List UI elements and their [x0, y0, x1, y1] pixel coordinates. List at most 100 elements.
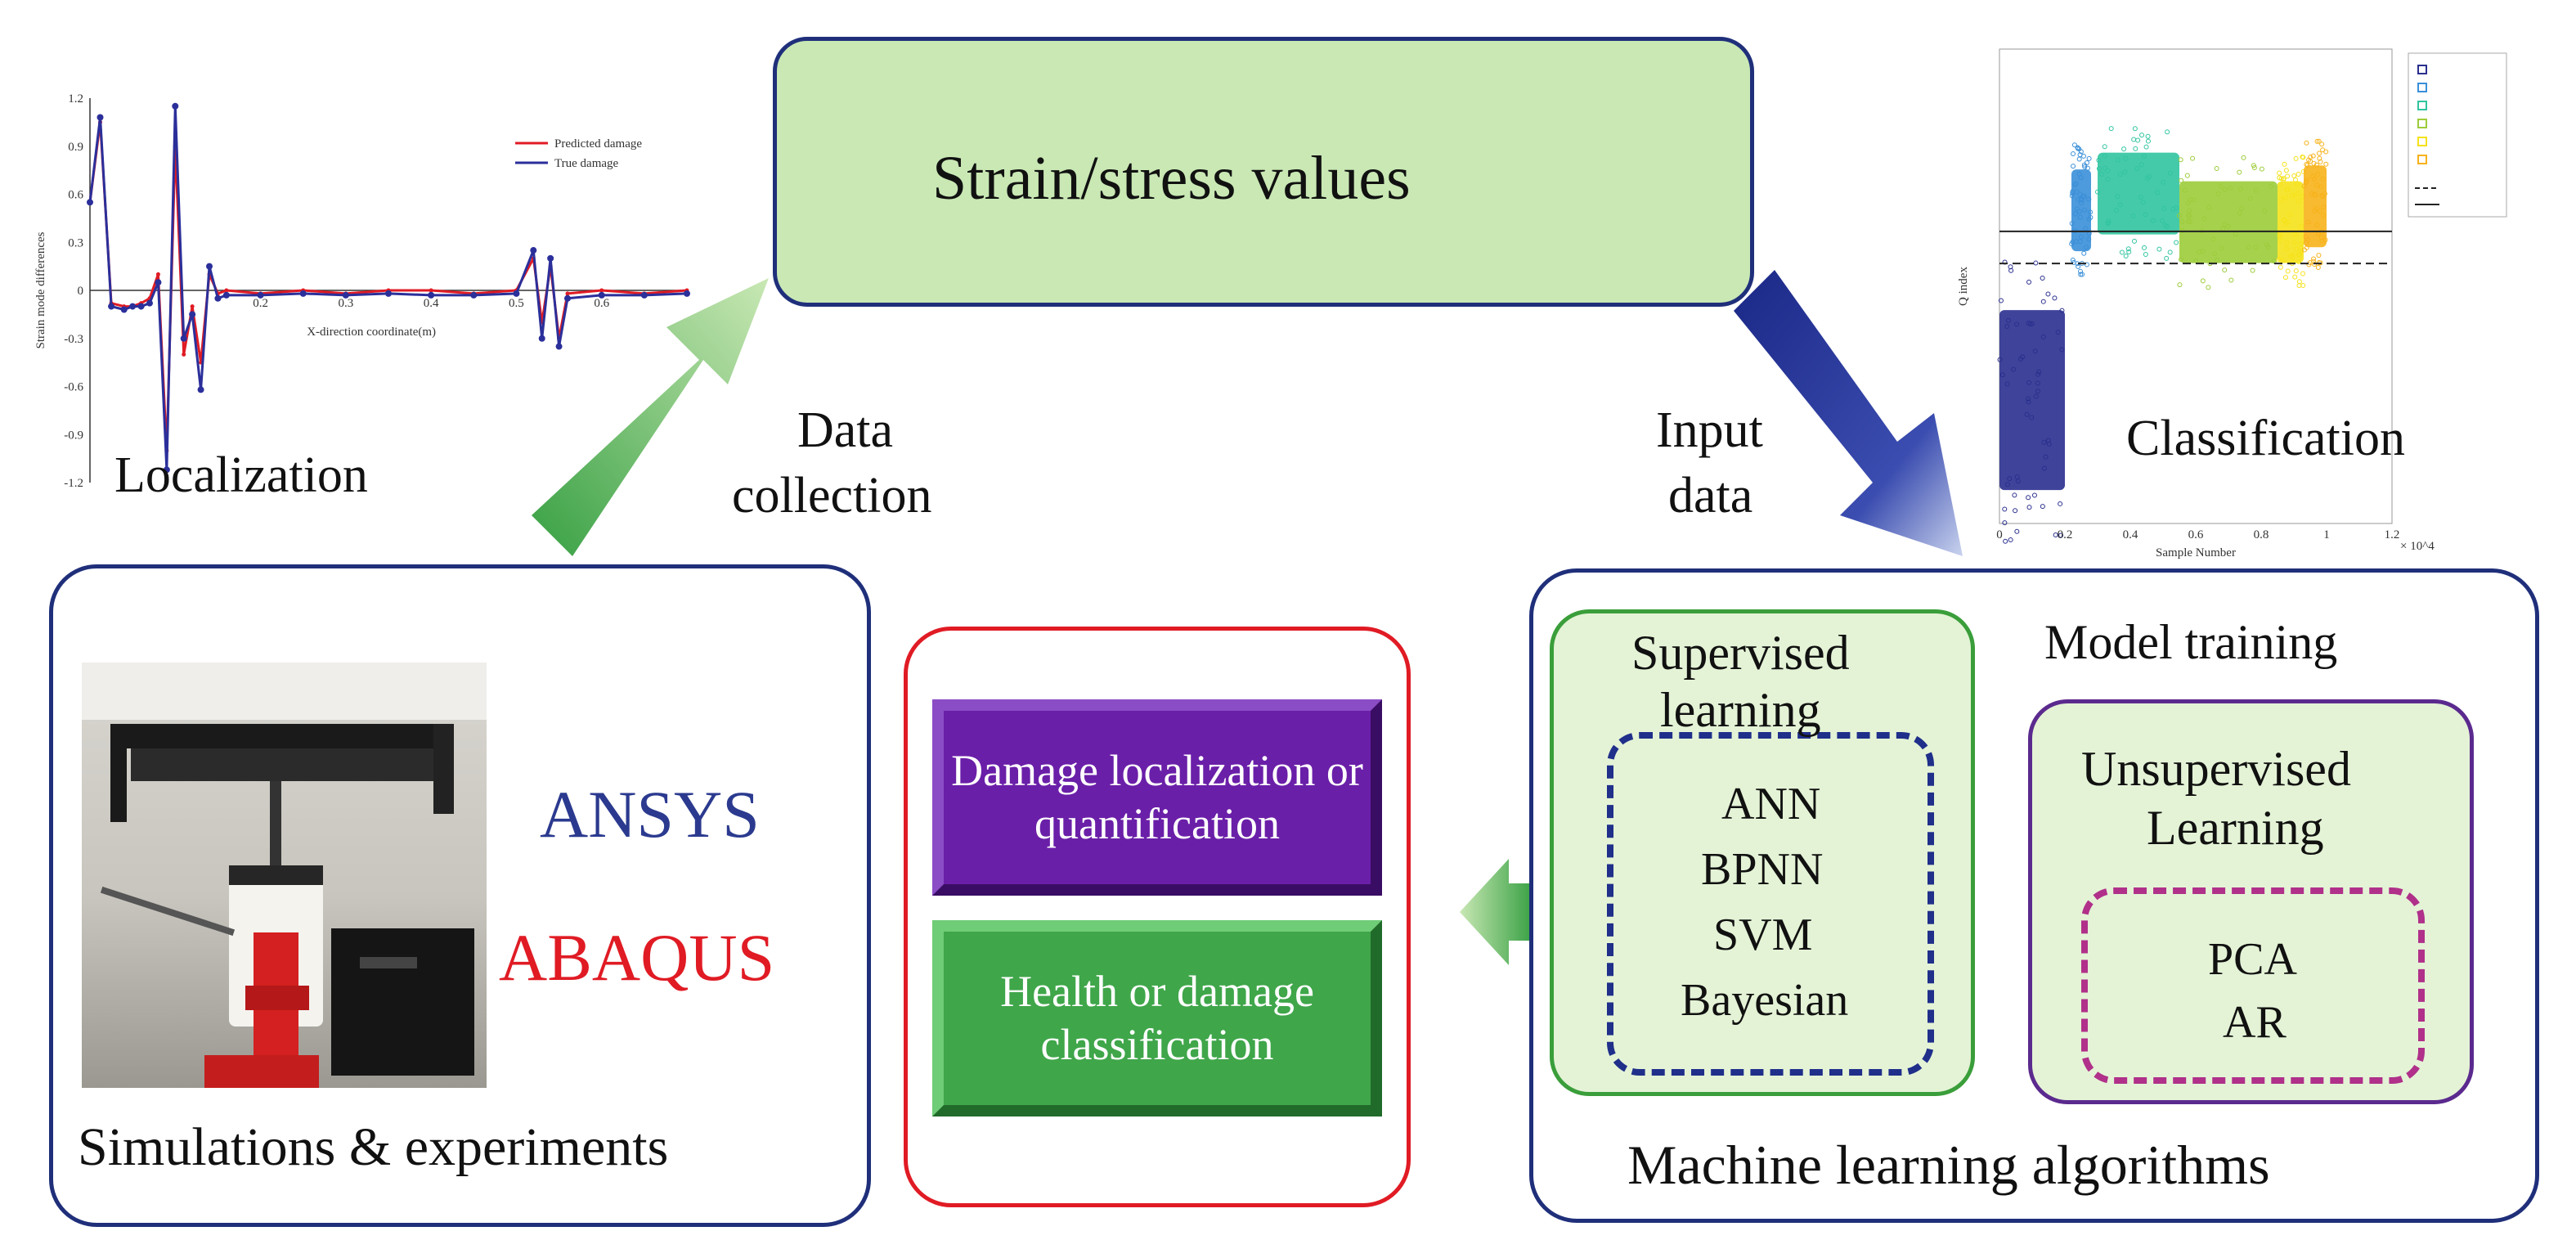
cluster-point: [2291, 173, 2297, 178]
strain-stress-title: Strain/stress values: [932, 144, 1411, 213]
y-tick-label: 1.2: [68, 92, 83, 106]
series-point: [299, 290, 307, 297]
cluster-point: [2271, 258, 2277, 264]
cluster-point: [2011, 366, 2017, 372]
series-point: [530, 247, 537, 254]
cluster-point: [2117, 172, 2123, 177]
cluster-point: [2177, 213, 2183, 218]
cluster-point: [2228, 185, 2233, 191]
cluster-point: [2314, 182, 2320, 188]
cluster-point: [2071, 164, 2076, 169]
cluster-point: [2032, 348, 2038, 354]
legend-swatch: [2417, 137, 2427, 146]
series-point: [429, 288, 433, 293]
cluster-point: [2070, 151, 2076, 157]
cluster-point: [2187, 213, 2192, 219]
cluster-point: [2164, 255, 2170, 261]
cluster-point: [2084, 159, 2089, 165]
cluster-point: [2278, 196, 2284, 202]
legend-box: [2408, 52, 2507, 218]
cluster-point: [2228, 277, 2234, 283]
cluster-point: [2284, 240, 2290, 245]
cluster-point: [2247, 195, 2253, 201]
cluster-point: [2283, 168, 2289, 173]
x-tick-label: 0.3: [338, 297, 353, 310]
y-tick-label: -0.9: [64, 429, 83, 442]
cluster-point: [2160, 218, 2165, 223]
series-point: [190, 304, 195, 309]
input-data-arrow: [1734, 270, 1963, 556]
cluster-point: [2317, 209, 2322, 214]
method-bpnn: BPNN: [1701, 844, 1824, 895]
cluster-point: [2320, 177, 2326, 182]
cluster-point: [2161, 179, 2166, 185]
cluster-point: [2138, 195, 2143, 200]
ml-caption: Machine learning algorithms: [1627, 1134, 2270, 1196]
cluster-point: [2215, 258, 2220, 263]
cluster-point: [2305, 219, 2311, 225]
cluster-block: [2278, 181, 2304, 263]
y-tick-label: 0.3: [68, 236, 83, 249]
legend-swatch: [2417, 101, 2427, 110]
abaqus-label: ABAQUS: [499, 920, 775, 995]
simulations-box: [49, 564, 871, 1227]
cluster-point: [2033, 260, 2039, 266]
x-scale-note: × 10^4: [2400, 540, 2435, 553]
cluster-point: [2095, 189, 2101, 195]
cluster-point: [2186, 218, 2192, 224]
cluster-point: [2053, 532, 2058, 537]
cluster-point: [2005, 482, 2011, 487]
cluster-point: [2237, 210, 2242, 216]
cluster-point: [2024, 411, 2030, 417]
cluster-point: [2115, 194, 2120, 200]
cluster-point: [2086, 155, 2092, 161]
damage-localization-text: Damage localization or quantification: [951, 746, 1363, 848]
cluster-point: [2174, 240, 2179, 245]
cluster-point: [2251, 163, 2256, 168]
model-training-label: Model training: [2044, 615, 2338, 669]
cluster-point: [2290, 254, 2296, 260]
series-point: [163, 466, 170, 474]
cluster-point: [2014, 321, 2020, 327]
cluster-point: [2143, 212, 2148, 218]
series-point: [155, 279, 162, 286]
series-point: [172, 102, 179, 110]
cluster-point: [2076, 146, 2082, 152]
cluster-point: [2315, 172, 2321, 177]
cluster-point: [2185, 213, 2191, 218]
cluster-point: [2289, 192, 2295, 198]
cluster-point: [2029, 415, 2035, 420]
series-point: [684, 290, 690, 297]
x-axis-label: X-direction coordinate(m): [307, 326, 436, 339]
cluster-point: [2281, 176, 2287, 182]
cluster-point: [2134, 166, 2140, 172]
cluster-point: [2070, 239, 2076, 245]
y-tick-label: 0.9: [68, 141, 83, 154]
cluster-point: [2076, 156, 2082, 162]
cluster-point: [2295, 181, 2300, 186]
cluster-point: [2312, 191, 2318, 197]
cluster-point: [1999, 372, 2005, 378]
cluster-point: [2026, 396, 2031, 402]
cluster-point: [2080, 272, 2085, 277]
series-point: [87, 199, 93, 206]
cluster-point: [2251, 164, 2257, 170]
cluster-point: [2291, 240, 2297, 245]
x-tick-label: 0.2: [2058, 528, 2073, 541]
cluster-point: [2113, 208, 2119, 213]
cluster-point: [2319, 238, 2325, 244]
cluster-point: [2040, 334, 2046, 339]
cluster-point: [2082, 164, 2088, 170]
cluster-point: [2296, 199, 2301, 204]
cluster-point: [2069, 193, 2075, 199]
cluster-point: [2132, 126, 2138, 132]
y-axis-label: Q index: [1957, 267, 1970, 306]
cluster-point: [2300, 155, 2306, 160]
cluster-point: [2027, 321, 2033, 327]
series-point: [598, 291, 605, 299]
y-tick-label: -0.3: [64, 333, 83, 346]
cluster-point: [2074, 206, 2080, 212]
cluster-point: [2121, 146, 2127, 152]
cluster-point: [2218, 183, 2224, 189]
cluster-point: [2250, 267, 2255, 273]
